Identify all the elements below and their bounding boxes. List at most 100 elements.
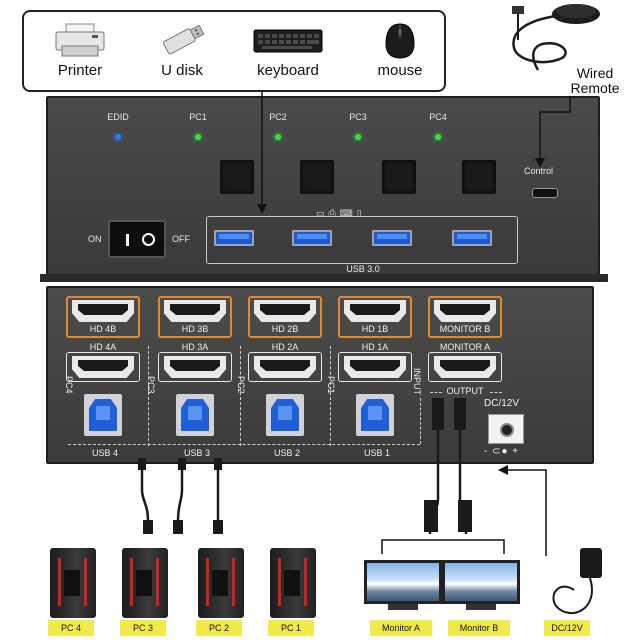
front-panel-base <box>40 274 608 282</box>
edid-label: EDID <box>107 112 129 122</box>
pc1-led <box>195 134 201 140</box>
arrow-head <box>257 204 267 214</box>
wired-remote-label-line1: Wired <box>576 65 614 81</box>
hdmi-4a-label: HD 4A <box>89 342 117 352</box>
hdmi-4b-port[interactable] <box>72 300 134 322</box>
usb-drive-icon: ▭ <box>316 208 329 218</box>
usb-1-port[interactable] <box>356 394 394 436</box>
front-usb-port-2[interactable] <box>292 230 332 246</box>
select-pc4-button[interactable] <box>462 160 496 194</box>
monitor-bracket <box>381 539 505 554</box>
select-pc1-button[interactable] <box>220 160 254 194</box>
control-port[interactable] <box>532 188 558 198</box>
peripherals-box: Printer U disk keyboard <box>22 10 446 92</box>
group-divider <box>240 346 241 446</box>
arrow-line <box>506 469 547 556</box>
dc-polarity-symbol: - ⊂● + <box>484 446 520 457</box>
printer-icon <box>55 23 105 57</box>
pc3-led <box>355 134 361 140</box>
monitor-a-port[interactable] <box>434 356 496 378</box>
pc-2-label: PC 2 <box>196 620 242 636</box>
usb-4-label: USB 4 <box>91 448 118 458</box>
output-bracket <box>490 392 502 393</box>
wired-remote-label: Wired Remote <box>560 66 630 96</box>
front-usb-port-3[interactable] <box>372 230 412 246</box>
hdmi-plug <box>424 500 438 532</box>
hdmi-1a-port[interactable] <box>344 356 406 378</box>
hdmi-highlight <box>428 296 502 338</box>
hdmi-plug <box>458 500 472 532</box>
edid-led <box>115 134 121 140</box>
switch-on-mark <box>126 234 129 246</box>
peripheral-label: mouse <box>377 62 423 79</box>
hdmi-frame <box>158 352 232 382</box>
hdmi-3a-label: HD 3A <box>181 342 209 352</box>
monitor-b-label: MONITOR B <box>439 324 491 334</box>
hdmi-2a-port[interactable] <box>254 356 316 378</box>
usb-4-port[interactable] <box>84 394 122 436</box>
hdmi-highlight <box>158 296 232 338</box>
usb-3-label: USB 3.0 <box>346 264 380 274</box>
mouse-icon <box>385 23 415 59</box>
pc4-label: PC4 <box>429 112 447 122</box>
monitor-b-port[interactable] <box>434 300 496 322</box>
usb-3-panel <box>206 216 518 264</box>
keyboard-icon: ⌨ <box>339 208 357 218</box>
wired-remote-label-line2: Remote <box>570 80 620 96</box>
power-switch[interactable] <box>108 220 166 258</box>
peripheral-printer: Printer <box>30 12 130 92</box>
usb-3-label: USB 3 <box>183 448 210 458</box>
peripheral-keyboard: keyboard <box>238 12 338 92</box>
hdmi-4b-label: HD 4B <box>89 324 117 334</box>
pc-4-label: PC 4 <box>48 620 94 636</box>
monitor-b-label: Monitor B <box>448 620 510 636</box>
hdmi-2a-label: HD 2A <box>271 342 299 352</box>
hdmi-4a-port[interactable] <box>72 356 134 378</box>
select-pc3-button[interactable] <box>382 160 416 194</box>
printer-icon: ⎙ <box>328 208 340 218</box>
hdmi-3a-port[interactable] <box>164 356 226 378</box>
wired-remote-icon <box>512 4 600 71</box>
keyboard-icon <box>253 29 323 53</box>
pc-1-label: PC 1 <box>268 620 314 636</box>
pc2-label: PC2 <box>269 112 287 122</box>
usb-row-bracket <box>68 444 420 445</box>
power-adapter <box>580 548 602 578</box>
hdmi-3b-label: HD 3B <box>181 324 209 334</box>
usb-plug <box>214 458 222 470</box>
select-pc2-button[interactable] <box>300 160 334 194</box>
usb-plug <box>138 458 146 470</box>
hdmi-2b-label: HD 2B <box>271 324 299 334</box>
dc-power-jack[interactable] <box>488 414 524 444</box>
arrow-head <box>535 158 545 168</box>
usb-cable <box>140 462 150 530</box>
pc-tower-2 <box>198 548 244 618</box>
pc-3-label: PC 3 <box>120 620 166 636</box>
pc3-label: PC3 <box>349 112 367 122</box>
usb-plug <box>178 458 186 470</box>
pc1-label: PC1 <box>189 112 207 122</box>
peripheral-u-disk: U disk <box>132 12 232 92</box>
switch-on-label: ON <box>88 234 102 244</box>
power-cable <box>552 577 593 615</box>
front-usb-port-1[interactable] <box>214 230 254 246</box>
usb-3-port[interactable] <box>176 394 214 436</box>
hdmi-1a-label: HD 1A <box>361 342 389 352</box>
group-divider <box>148 346 149 446</box>
hdmi-plug <box>454 398 466 430</box>
monitor-stand <box>388 604 418 610</box>
hdmi-1b-port[interactable] <box>344 300 406 322</box>
usb-2-port[interactable] <box>266 394 304 436</box>
peripheral-mouse: mouse <box>350 12 450 92</box>
hdmi-frame <box>338 352 412 382</box>
hdmi-2b-port[interactable] <box>254 300 316 322</box>
peripheral-label: Printer <box>57 62 103 79</box>
usb-1-label: USB 1 <box>363 448 390 458</box>
hdmi-3b-port[interactable] <box>164 300 226 322</box>
group-divider <box>330 346 331 446</box>
front-usb-port-4[interactable] <box>452 230 492 246</box>
hdmi-frame <box>428 352 502 382</box>
mouse-icon: ▯ <box>356 208 366 218</box>
usb-drive-icon <box>163 24 205 55</box>
